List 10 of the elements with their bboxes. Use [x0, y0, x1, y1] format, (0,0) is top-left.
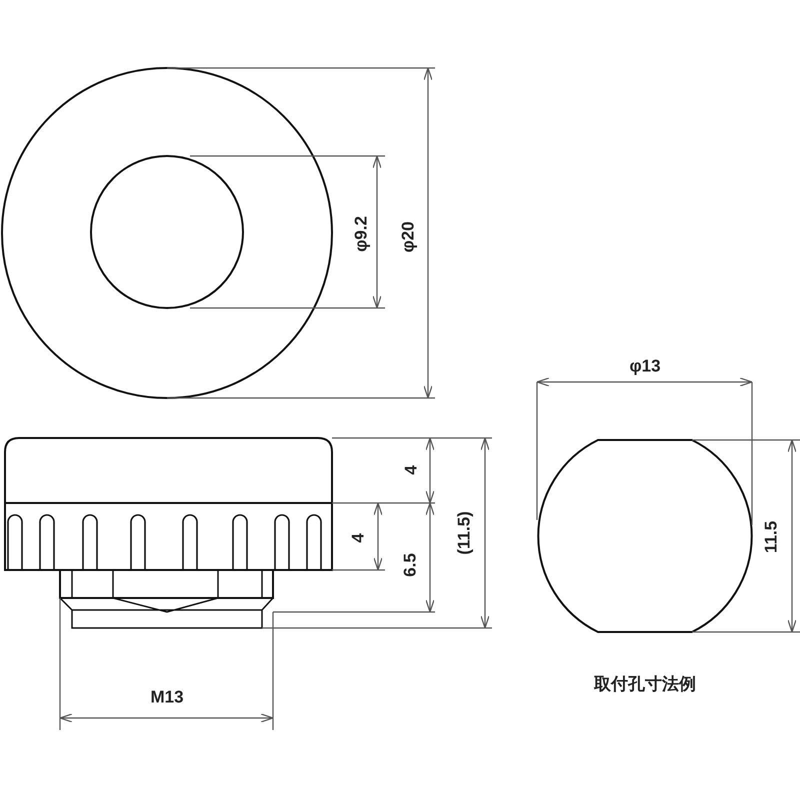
dimension-text: 4 — [402, 465, 420, 475]
caption-text: 取付孔寸法例 — [594, 676, 696, 692]
dimension-text: (11.5) — [456, 511, 472, 555]
dimension-text: φ13 — [629, 358, 661, 374]
dimension-text: 11.5 — [762, 520, 780, 554]
dimension-text: 4 — [350, 533, 366, 543]
dimension-text: M13 — [150, 688, 184, 706]
dimension-text: φ20 — [400, 221, 416, 253]
dimension-text: φ9.2 — [352, 216, 370, 252]
dimension-text: 6.5 — [402, 553, 418, 577]
